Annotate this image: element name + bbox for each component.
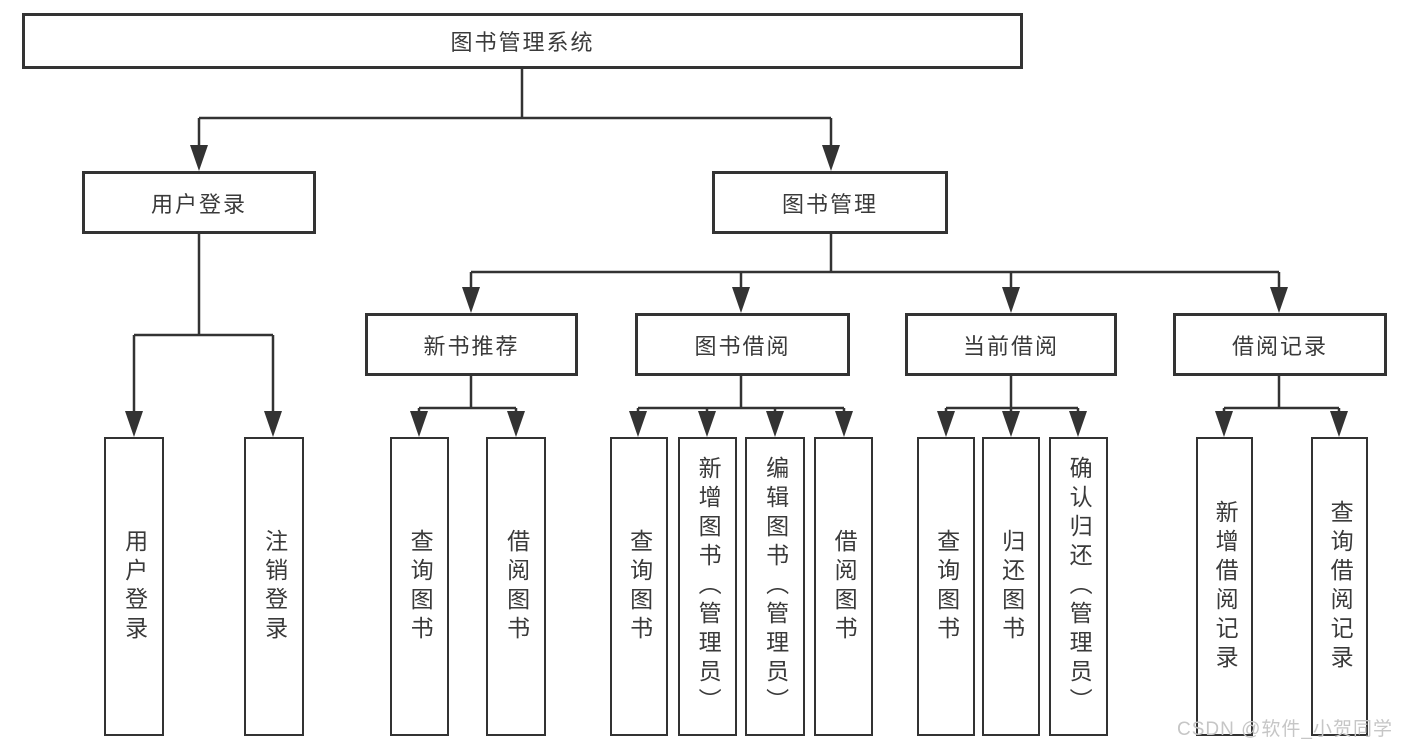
node-library-management-system: 图书管理系统 xyxy=(22,13,1023,69)
leaf-confirm-return-admin: 确认归还（管理员） xyxy=(1049,437,1108,736)
node-label: 确认归还（管理员） xyxy=(1066,456,1093,717)
leaf-query-books-recommend: 查询图书 xyxy=(390,437,449,736)
leaf-logout: 注销登录 xyxy=(244,437,304,736)
leaf-borrow-books-recommend: 借阅图书 xyxy=(486,437,546,736)
leaf-return-books: 归还图书 xyxy=(982,437,1040,736)
node-label: 注销登录 xyxy=(261,528,288,645)
node-book-management: 图书管理 xyxy=(712,171,948,234)
leaf-user-login: 用户登录 xyxy=(104,437,164,736)
node-label: 借阅图书 xyxy=(503,528,530,645)
node-label: 用户登录 xyxy=(121,528,148,645)
node-user-login: 用户登录 xyxy=(82,171,316,234)
leaf-query-books-current: 查询图书 xyxy=(917,437,975,736)
node-label: 新书推荐 xyxy=(423,333,520,359)
node-label: 图书管理系统 xyxy=(450,30,595,55)
node-label: 编辑图书（管理员） xyxy=(762,456,789,717)
node-label: 借阅图书 xyxy=(831,528,858,645)
node-borrowing-records: 借阅记录 xyxy=(1173,313,1387,376)
node-label: 查询图书 xyxy=(933,528,960,645)
node-label: 图书借阅 xyxy=(694,333,791,359)
leaf-add-borrow-record: 新增借阅记录 xyxy=(1196,437,1253,736)
node-book-borrowing: 图书借阅 xyxy=(635,313,850,376)
node-label: 借阅记录 xyxy=(1231,333,1328,359)
node-label: 查询借阅记录 xyxy=(1327,499,1354,674)
node-label: 图书管理 xyxy=(781,191,878,217)
node-label: 查询图书 xyxy=(626,528,653,645)
leaf-borrow-books: 借阅图书 xyxy=(814,437,873,736)
node-label: 新增借阅记录 xyxy=(1212,499,1239,674)
leaf-add-books-admin: 新增图书（管理员） xyxy=(678,437,737,736)
csdn-watermark: CSDN @软件_小贺同学 xyxy=(1177,719,1393,740)
node-current-borrowing: 当前借阅 xyxy=(905,313,1117,376)
node-label: 用户登录 xyxy=(150,191,247,217)
leaf-edit-books-admin: 编辑图书（管理员） xyxy=(745,437,805,736)
node-label: 当前借阅 xyxy=(962,333,1059,359)
node-label: 新增图书（管理员） xyxy=(695,456,722,717)
leaf-query-borrow-record: 查询借阅记录 xyxy=(1311,437,1368,736)
node-new-book-recommendation: 新书推荐 xyxy=(365,313,578,376)
node-label: 查询图书 xyxy=(407,528,434,645)
node-label: 归还图书 xyxy=(998,528,1025,645)
leaf-query-books-borrowing: 查询图书 xyxy=(610,437,668,736)
